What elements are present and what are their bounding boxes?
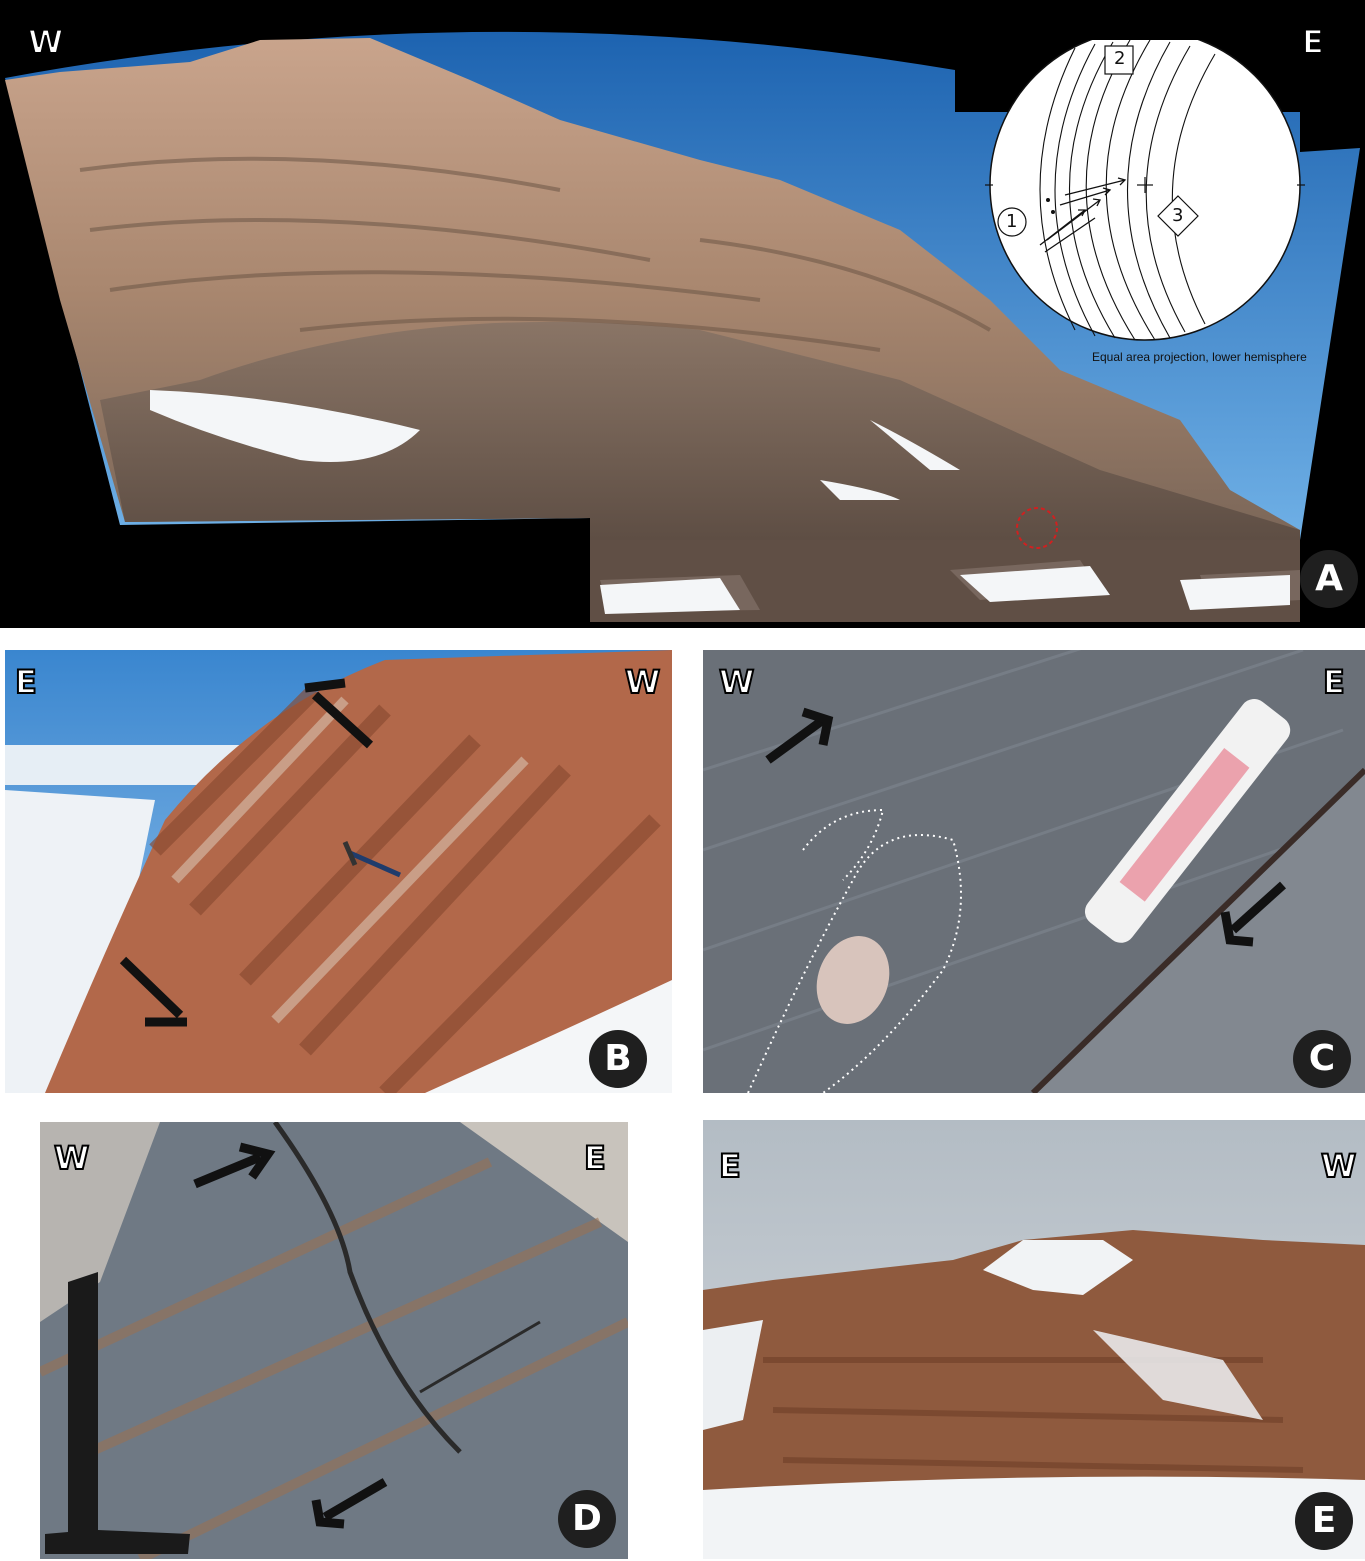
panel-c-photo xyxy=(703,650,1365,1093)
panel-d-label: D xyxy=(558,1490,616,1548)
panel-e-right-direction: W xyxy=(1320,1147,1358,1185)
stereonet-caption: Equal area projection, lower hemisphere xyxy=(1092,350,1307,364)
panel-b-label: B xyxy=(589,1030,647,1088)
panel-e-left-direction: E xyxy=(718,1147,742,1185)
panel-d-left-direction: W xyxy=(53,1139,91,1177)
panel-a-left-direction: W xyxy=(27,23,65,61)
panel-d: W E D xyxy=(40,1122,628,1559)
panel-e-label: E xyxy=(1295,1492,1353,1550)
panel-b: E W B xyxy=(5,650,672,1093)
panel-a-right-direction: E xyxy=(1301,23,1325,61)
panel-c: W E C xyxy=(703,650,1365,1093)
panel-b-left-direction: E xyxy=(14,663,38,701)
panel-d-right-direction: E xyxy=(583,1139,607,1177)
panel-a: 2 1 3 Equal area projection, lower hemis… xyxy=(0,0,1365,628)
stereonet-diagram xyxy=(985,40,1305,341)
panel-b-photo xyxy=(5,650,672,1093)
stereonet-label-2: 2 xyxy=(1114,48,1126,69)
stereonet-label-1: 1 xyxy=(1006,211,1018,232)
panel-a-label: A xyxy=(1300,550,1358,608)
stereonet-label-3: 3 xyxy=(1172,205,1184,226)
panel-c-right-direction: E xyxy=(1322,663,1346,701)
panel-e: E W E xyxy=(703,1120,1365,1559)
panel-c-left-direction: W xyxy=(718,663,756,701)
panel-c-label: C xyxy=(1293,1030,1351,1088)
panel-e-photo xyxy=(703,1120,1365,1559)
panel-d-photo xyxy=(40,1122,628,1559)
panel-b-right-direction: W xyxy=(624,663,662,701)
